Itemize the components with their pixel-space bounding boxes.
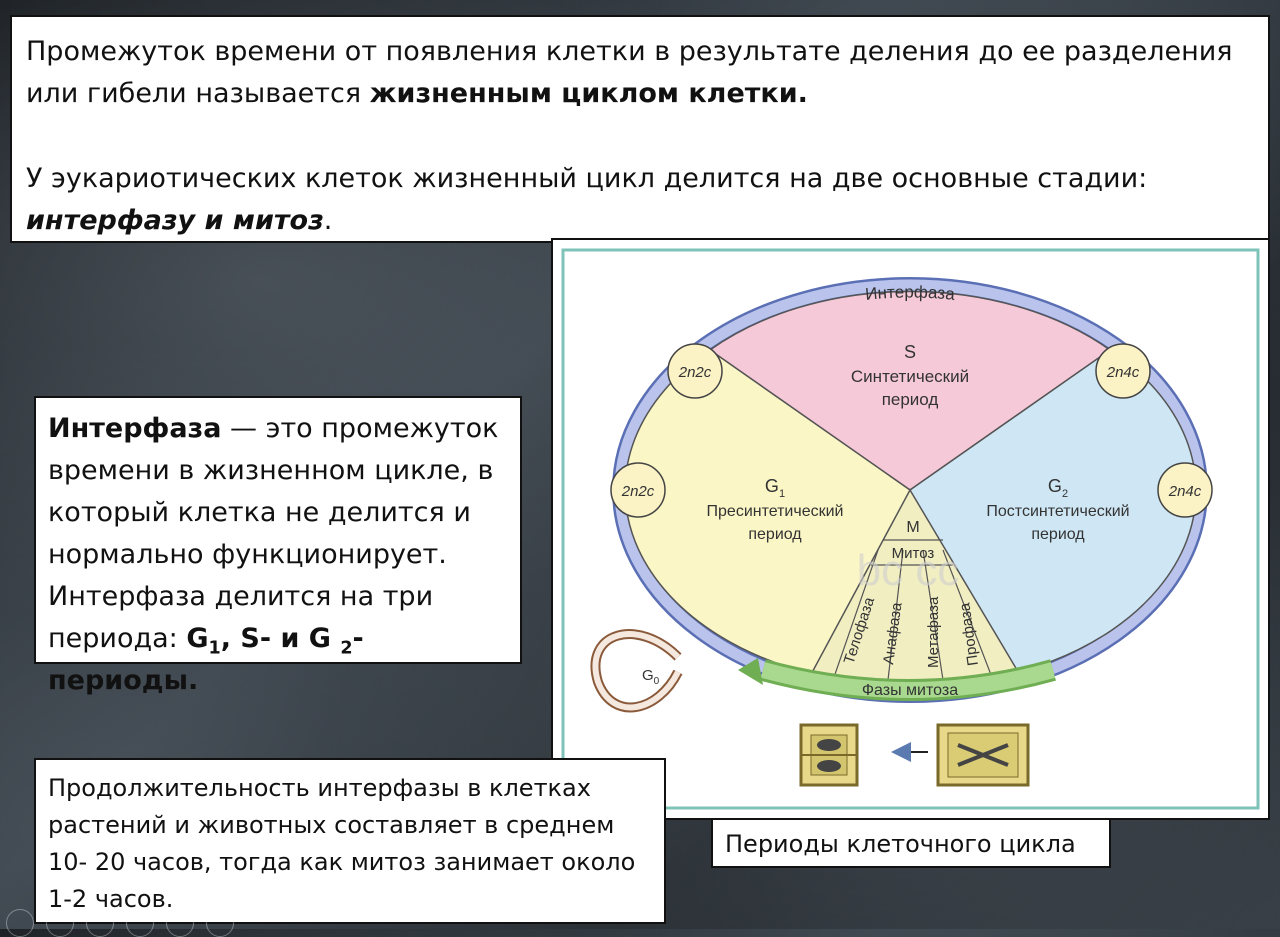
m-label: М <box>906 519 919 536</box>
ploidy-circle-1: 2n2c <box>667 343 723 399</box>
ring-label-interphase: Интерфаза <box>864 282 956 303</box>
interphase-box: Интерфаза — это промежуток времени в жиз… <box>34 396 522 696</box>
definition-box: Промежуток времени от появления клетки в… <box>10 15 1270 243</box>
pen-icon[interactable] <box>86 909 114 937</box>
svg-text:2n4c: 2n4c <box>1168 483 1202 500</box>
stages-term: интерфазу и митоз <box>26 205 324 236</box>
interphase-periods: G1, S- и G 2-периоды. <box>48 623 364 696</box>
life-cycle-term: жизненным циклом клетки. <box>369 78 808 109</box>
cell-cycle-figure: Интерфаза Фазы митоза S Синтетический пе… <box>551 238 1270 820</box>
s-name: Синтетический <box>851 367 969 386</box>
metaphase-cell-illustration <box>936 723 1030 787</box>
svg-text:2n2c: 2n2c <box>678 364 712 381</box>
s-sector <box>708 290 1112 491</box>
svg-text:2n2c: 2n2c <box>621 483 655 500</box>
stages-statement: У эукариотических клеток жизненный цикл … <box>26 163 1148 236</box>
g0-label: G0 <box>642 667 660 687</box>
slideshow-nav <box>0 907 234 937</box>
cell-cycle-diagram: Интерфаза Фазы митоза S Синтетический пе… <box>561 248 1260 810</box>
duration-box: Продолжительность интерфазы в клетках ра… <box>34 758 666 924</box>
g1-name: Пресинтетический <box>707 503 844 520</box>
g2-name: Постсинтетический <box>986 503 1129 520</box>
s-label: S <box>904 342 916 362</box>
ploidy-circle-2: 2n2c <box>610 462 666 518</box>
dividing-cell-illustration <box>799 723 859 787</box>
phase-metaphase: Метафаза <box>925 596 942 668</box>
life-cycle-definition: Промежуток времени от появления клетки в… <box>26 36 1233 109</box>
figure-caption: Периоды клеточного цикла <box>711 818 1111 868</box>
g1-sector <box>624 349 911 681</box>
svg-text:2n4c: 2n4c <box>1106 364 1140 381</box>
next-slide-icon[interactable] <box>46 909 74 937</box>
watermark: bc cc <box>857 546 960 595</box>
more-icon[interactable] <box>206 909 234 937</box>
zoom-icon[interactable] <box>166 909 194 937</box>
ploidy-circle-3: 2n4c <box>1095 343 1151 399</box>
s-period: период <box>882 390 939 409</box>
mitosis-label: Митоз <box>892 545 935 562</box>
g2-label: G2 <box>1048 476 1068 500</box>
ring-label-mitosis-phases: Фазы митоза <box>862 682 958 699</box>
prev-slide-icon[interactable] <box>6 909 34 937</box>
caption-text: Периоды клеточного цикла <box>725 830 1076 858</box>
g0-loop: G0 <box>590 629 683 713</box>
g2-sector <box>909 349 1197 681</box>
g1-period: период <box>748 526 802 543</box>
interphase-definition: — это промежуток времени в жизненном цик… <box>48 413 499 654</box>
g2-period: период <box>1031 526 1085 543</box>
slides-icon[interactable] <box>126 909 154 937</box>
duration-text: Продолжительность интерфазы в клетках ра… <box>48 774 636 913</box>
ploidy-circle-4: 2n4c <box>1157 462 1213 518</box>
interphase-term: Интерфаза <box>48 413 222 444</box>
g1-label: G1 <box>765 476 785 500</box>
